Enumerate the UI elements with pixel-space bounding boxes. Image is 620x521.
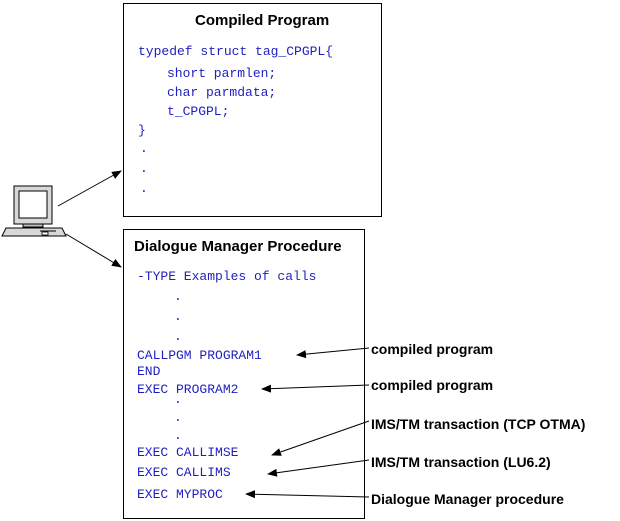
- compiled-program-box: [123, 3, 382, 217]
- dm-code-line: .: [174, 392, 182, 407]
- dm-code-line: EXEC CALLIMSE: [137, 445, 239, 460]
- dm-code-line: .: [174, 329, 182, 344]
- arrow-to-compiled-program: [57, 170, 122, 207]
- arrow-to-dialogue-manager: [65, 233, 122, 268]
- compiled-program-title: Compiled Program: [195, 12, 330, 29]
- dm-code-line: -TYPE Examples of calls: [137, 269, 317, 284]
- code-line: t_CPGPL;: [167, 104, 230, 119]
- callout-arrow: [267, 459, 370, 477]
- code-line: typedef struct tag_CPGPL{: [138, 44, 334, 59]
- code-line: short parmlen;: [167, 66, 277, 81]
- dm-code-line: .: [174, 309, 182, 324]
- callout-arrow: [245, 490, 370, 499]
- dialogue-manager-title: Dialogue Manager Procedure: [134, 238, 342, 255]
- code-line: .: [140, 161, 148, 176]
- callout-label: compiled program: [371, 341, 494, 357]
- dm-code-line: EXEC CALLIMS: [137, 465, 231, 480]
- dm-code-line: END: [137, 364, 161, 379]
- code-line: char parmdata;: [167, 85, 277, 100]
- dm-code-line: EXEC MYPROC: [137, 487, 223, 502]
- dm-code-line: .: [174, 289, 182, 304]
- callout-arrow: [261, 384, 370, 393]
- code-line: }: [138, 123, 146, 138]
- computer-terminal-icon: [1, 185, 67, 237]
- callout-label: Dialogue Manager procedure: [371, 491, 564, 507]
- dialogue-manager-box: [123, 229, 365, 519]
- code-line: .: [140, 141, 148, 156]
- dm-code-line: CALLPGM PROGRAM1: [137, 348, 262, 363]
- dm-code-line: .: [174, 410, 182, 425]
- dm-code-line: EXEC PROGRAM2: [137, 382, 239, 397]
- code-line: .: [140, 181, 148, 196]
- callout-label: IMS/TM transaction (TCP OTMA): [371, 416, 586, 432]
- callout-label: compiled program: [371, 377, 494, 393]
- callout-arrow: [296, 347, 370, 359]
- callout-label: IMS/TM transaction (LU6.2): [371, 454, 551, 470]
- callout-arrow: [271, 420, 370, 456]
- dm-code-line: .: [174, 428, 182, 443]
